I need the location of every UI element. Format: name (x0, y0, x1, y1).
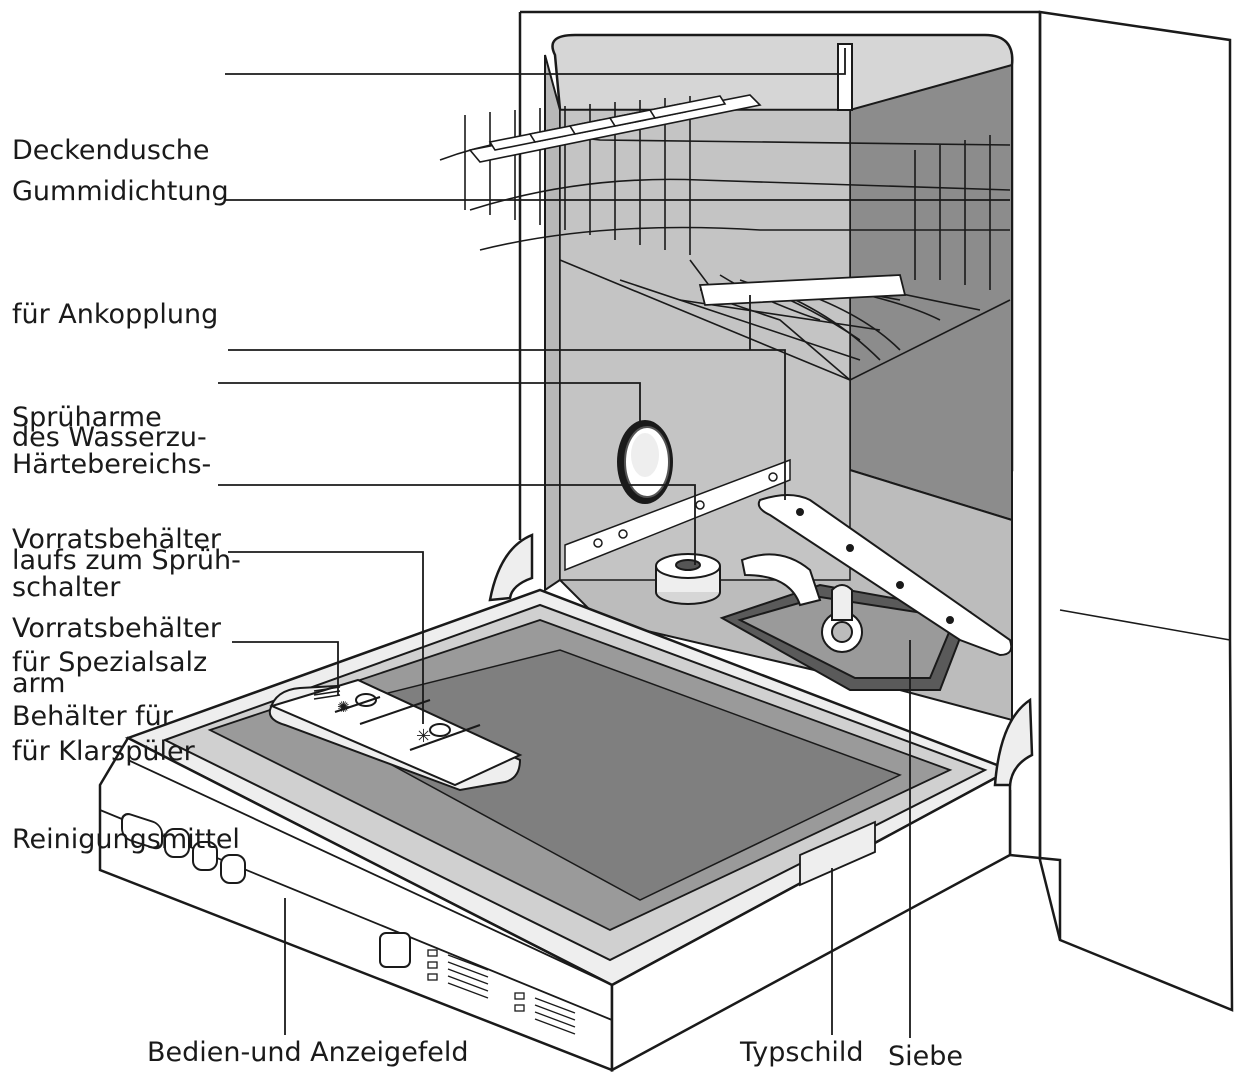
label-siebe: Siebe (888, 1041, 964, 1072)
label-line: schalter (12, 572, 121, 603)
label-line: Vorratsbehälter (12, 613, 222, 644)
detergent-symbol-icon: ✺ (337, 698, 350, 716)
cup-shelf (468, 94, 762, 163)
salt-container (655, 553, 721, 605)
dispenser-grid-icon (313, 686, 341, 700)
control-button (121, 813, 163, 850)
label-line: für Spezialsalz (12, 647, 208, 678)
sieve-assembly (719, 553, 972, 691)
label-line: des Wasserzu- (12, 422, 207, 453)
label-line: für Klarspüler (12, 736, 195, 767)
top-shower-nozzle (837, 43, 853, 111)
door-hinge-right (993, 697, 1034, 787)
door-liner (297, 649, 902, 901)
cabinet (518, 10, 1234, 1012)
dispenser-indicator-2 (429, 723, 451, 737)
label-haertebereich: Härtebereichs- schalter (12, 362, 211, 649)
hardness-switch (617, 420, 673, 504)
label-line: Reinigungsmittel (12, 824, 240, 855)
leader-haertebereich (218, 382, 641, 425)
label-reinigungsmittel: Behälter für Reinigungsmittel (12, 614, 240, 901)
label-spruharme: Sprüharme (12, 315, 162, 479)
type-plate (799, 820, 876, 887)
sieve-handle (740, 553, 822, 607)
control-panel (121, 813, 576, 1035)
leader-klarspueler (228, 551, 424, 724)
label-deckendusche: Deckendusche (12, 48, 210, 212)
leader-deckendusche (225, 48, 846, 75)
leader-lines (218, 48, 1010, 1038)
label-spezialsalz: Vorratsbehälter für Spezialsalz (12, 437, 221, 724)
label-line: Deckendusche (12, 135, 210, 166)
rail-hole (768, 472, 778, 482)
rail-hole (593, 538, 603, 548)
dispenser-indicator-1 (355, 693, 377, 707)
cabinet-side-panel (1038, 10, 1234, 1012)
control-button (379, 932, 411, 968)
tub-interior (544, 33, 1014, 722)
label-line: Härtebereichs- (12, 449, 212, 480)
leader-spezialsalz (218, 484, 696, 565)
label-bedienfeld: Bedien-und Anzeigefeld (147, 1037, 469, 1068)
cabinet-side-stripe (1059, 609, 1231, 641)
control-button (192, 841, 218, 871)
leader-reinigungsmittel (232, 641, 339, 695)
rail-hole (618, 529, 628, 539)
label-line: Vorratsbehälter (12, 524, 222, 555)
rinse-aid-star-icon: ✳ (416, 726, 431, 747)
label-typschild: Typschild (740, 1037, 864, 1068)
tub-rail (564, 458, 791, 572)
lower-spray-arm (757, 494, 1013, 657)
detergent-dispenser: ✳ ✺ (268, 678, 523, 792)
label-line: laufs zum Sprüh- (12, 545, 241, 576)
label-line: Gummidichtung (12, 176, 229, 207)
sieve-upright (831, 584, 853, 621)
label-gummidichtung: Gummidichtung für Ankopplung des Wasserz… (12, 89, 241, 745)
control-button (164, 828, 190, 858)
control-button (220, 854, 246, 884)
door-hinge-left (488, 533, 534, 602)
label-line: arm (12, 668, 66, 699)
label-line: Behälter für (12, 701, 173, 732)
label-klarspueler: Vorratsbehälter für Klarspüler (12, 526, 221, 813)
rail-hole (695, 500, 705, 510)
upper-spray-arm (698, 274, 907, 306)
leader-spruharme (228, 349, 786, 500)
label-line: für Ankopplung (12, 299, 219, 330)
indicator-lights (427, 949, 576, 1035)
label-line: Sprüharme (12, 402, 162, 433)
